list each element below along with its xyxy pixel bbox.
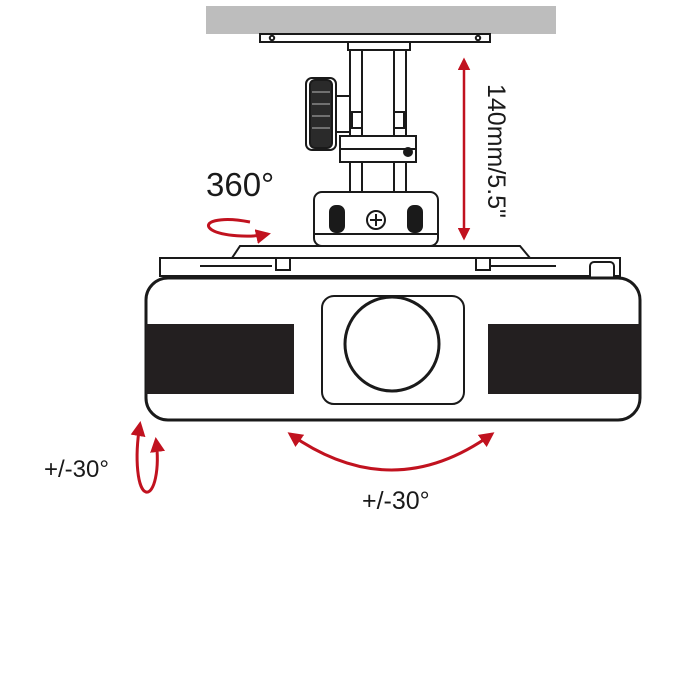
swivel-joint <box>313 191 439 247</box>
rotation-label: 360° <box>206 166 275 203</box>
ceiling-plate <box>206 6 556 34</box>
tilt-arrow-bottom <box>287 432 495 472</box>
top-mount-plate <box>259 33 491 51</box>
rotation-arrow <box>206 218 271 244</box>
projector-body <box>144 276 642 422</box>
tilt-arrow-left <box>130 421 166 494</box>
projector-lens <box>343 295 441 393</box>
projector-side-band-left <box>146 324 294 394</box>
extension-pole <box>339 49 417 199</box>
tilt-left-label: +/-30° <box>44 456 109 483</box>
projector-side-band-right <box>488 324 640 394</box>
adjustment-knob <box>305 77 351 151</box>
height-label: 140mm/5.5" <box>482 84 510 218</box>
projector-bracket <box>159 245 621 281</box>
tilt-bottom-label: +/-30° <box>362 487 430 515</box>
